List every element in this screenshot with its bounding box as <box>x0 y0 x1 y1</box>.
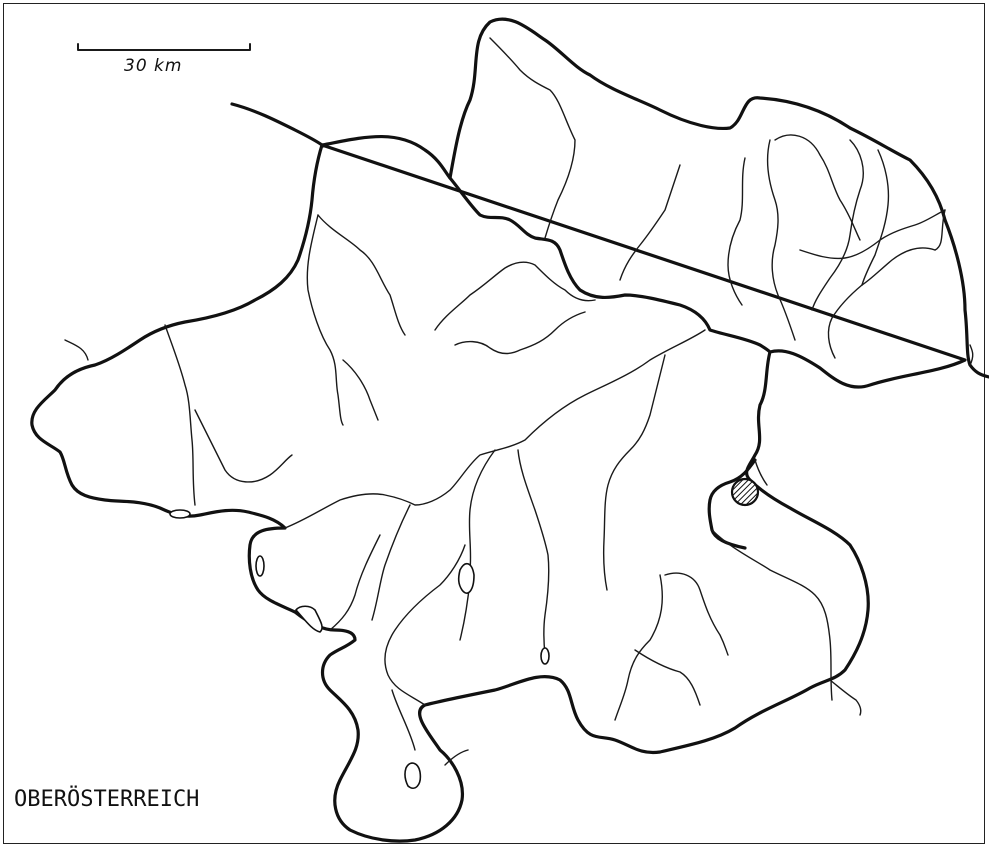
region-label: OBERÖSTERREICH <box>14 787 200 812</box>
scale-bar <box>77 43 251 51</box>
lakes <box>169 509 550 789</box>
scale-bar-label: 30 km <box>124 56 183 76</box>
map-frame <box>3 3 985 844</box>
rivers <box>64 37 974 766</box>
river-danube <box>448 176 772 354</box>
location-marker <box>730 477 760 507</box>
state-border <box>30 17 989 843</box>
